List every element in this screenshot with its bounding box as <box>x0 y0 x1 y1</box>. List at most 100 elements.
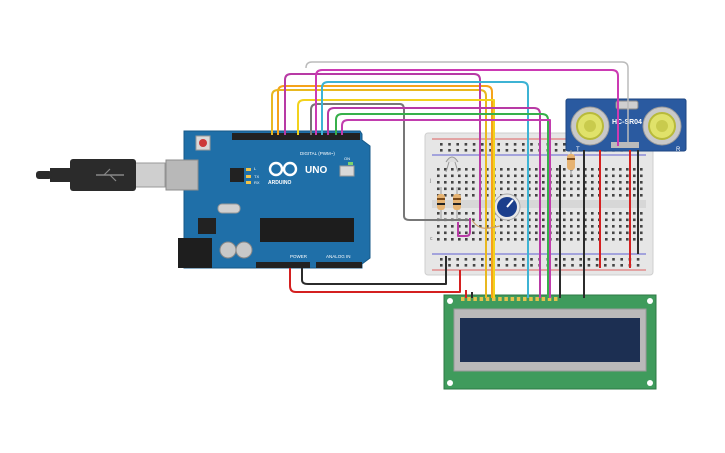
breadboard-hole[interactable] <box>604 264 607 267</box>
breadboard-hole[interactable] <box>577 225 580 228</box>
breadboard-hole[interactable] <box>507 187 510 191</box>
breadboard-hole[interactable] <box>486 174 489 178</box>
breadboard-hole[interactable] <box>448 264 451 267</box>
breadboard-hole[interactable] <box>513 258 517 261</box>
breadboard-hole[interactable] <box>563 231 566 235</box>
breadboard-hole[interactable] <box>535 218 538 222</box>
breadboard-hole[interactable] <box>619 181 622 184</box>
breadboard-hole[interactable] <box>507 181 510 184</box>
breadboard-hole[interactable] <box>464 264 468 267</box>
breadboard-hole[interactable] <box>486 225 489 228</box>
breadboard-hole[interactable] <box>489 143 492 146</box>
breadboard-hole[interactable] <box>542 218 545 222</box>
wire-magenta[interactable] <box>284 73 481 220</box>
breadboard-hole[interactable] <box>486 238 489 241</box>
breadboard-hole[interactable] <box>500 231 503 235</box>
breadboard-hole[interactable] <box>591 225 594 228</box>
breadboard-hole[interactable] <box>595 258 599 261</box>
breadboard-hole[interactable] <box>640 225 643 228</box>
breadboard-hole[interactable] <box>605 225 608 228</box>
breadboard-hole[interactable] <box>577 231 580 235</box>
breadboard-hole[interactable] <box>513 264 517 267</box>
wires[interactable] <box>271 61 639 298</box>
breadboard-hole[interactable] <box>486 168 489 171</box>
breadboard-hole[interactable] <box>556 168 559 171</box>
breadboard-hole[interactable] <box>535 168 538 171</box>
breadboard-hole[interactable] <box>605 212 608 215</box>
breadboard-hole[interactable] <box>591 238 594 241</box>
breadboard-hole[interactable] <box>521 181 524 184</box>
breadboard-hole[interactable] <box>570 218 573 222</box>
breadboard-hole[interactable] <box>505 264 509 267</box>
breadboard-hole[interactable] <box>465 225 468 228</box>
breadboard-hole[interactable] <box>556 238 559 241</box>
breadboard-hole[interactable] <box>444 174 447 178</box>
breadboard-hole[interactable] <box>481 143 484 146</box>
breadboard-hole[interactable] <box>535 194 538 197</box>
breadboard-hole[interactable] <box>591 194 594 197</box>
breadboard-hole[interactable] <box>472 238 475 241</box>
breadboard-hole[interactable] <box>514 181 517 184</box>
breadboard-hole[interactable] <box>486 218 489 222</box>
breadboard-hole[interactable] <box>563 264 566 267</box>
breadboard-hole[interactable] <box>570 181 573 184</box>
breadboard-hole[interactable] <box>507 238 510 241</box>
breadboard-hole[interactable] <box>530 264 533 267</box>
breadboard-hole[interactable] <box>497 264 500 267</box>
breadboard-hole[interactable] <box>626 231 629 235</box>
breadboard-hole[interactable] <box>640 231 643 235</box>
breadboard-hole[interactable] <box>556 225 559 228</box>
breadboard-hole[interactable] <box>563 212 566 215</box>
breadboard-hole[interactable] <box>440 258 443 261</box>
breadboard-hole[interactable] <box>505 258 509 261</box>
breadboard-hole[interactable] <box>563 143 566 146</box>
breadboard-hole[interactable] <box>444 187 447 191</box>
breadboard-hole[interactable] <box>587 264 591 267</box>
breadboard-hole[interactable] <box>522 143 525 146</box>
breadboard-hole[interactable] <box>458 181 461 184</box>
breadboard-hole[interactable] <box>577 174 580 178</box>
wire-purple[interactable] <box>327 107 541 298</box>
breadboard-hole[interactable] <box>556 194 559 197</box>
breadboard-hole[interactable] <box>563 225 566 228</box>
breadboard-hole[interactable] <box>472 231 475 235</box>
usb-port[interactable] <box>165 159 199 191</box>
breadboard-hole[interactable] <box>633 238 636 241</box>
breadboard-hole[interactable] <box>542 194 545 197</box>
breadboard-hole[interactable] <box>472 264 476 267</box>
lcd-pin[interactable] <box>473 297 477 301</box>
breadboard-hole[interactable] <box>456 143 459 146</box>
breadboard-hole[interactable] <box>563 187 566 191</box>
breadboard-hole[interactable] <box>591 231 594 235</box>
breadboard-hole[interactable] <box>577 181 580 184</box>
breadboard-hole[interactable] <box>619 212 622 215</box>
breadboard-hole[interactable] <box>584 181 587 184</box>
breadboard-hole[interactable] <box>633 174 636 178</box>
breadboard-hole[interactable] <box>513 143 517 146</box>
breadboard-hole[interactable] <box>521 218 524 222</box>
breadboard-hole[interactable] <box>612 258 615 261</box>
wire-tan[interactable] <box>471 219 501 229</box>
resistor[interactable] <box>453 187 461 219</box>
breadboard-hole[interactable] <box>507 174 510 178</box>
breadboard-hole[interactable] <box>472 218 475 222</box>
breadboard-hole[interactable] <box>619 225 622 228</box>
hc-sr04-sensor[interactable]: HC-SR04 T R <box>565 98 687 153</box>
breadboard-hole[interactable] <box>633 181 636 184</box>
breadboard-hole[interactable] <box>444 168 447 171</box>
breadboard-hole[interactable] <box>633 218 636 222</box>
breadboard-hole[interactable] <box>584 212 587 215</box>
breadboard-hole[interactable] <box>465 174 468 178</box>
usb-cable[interactable] <box>36 159 166 191</box>
breadboard-hole[interactable] <box>640 212 643 215</box>
breadboard-hole[interactable] <box>535 174 538 178</box>
breadboard-hole[interactable] <box>437 174 440 178</box>
breadboard-hole[interactable] <box>479 238 482 241</box>
breadboard-hole[interactable] <box>563 168 566 171</box>
breadboard-hole[interactable] <box>542 187 545 191</box>
resistor[interactable] <box>437 187 445 219</box>
breadboard-hole[interactable] <box>579 258 582 261</box>
breadboard-hole[interactable] <box>465 212 468 215</box>
breadboard-hole[interactable] <box>605 194 608 197</box>
